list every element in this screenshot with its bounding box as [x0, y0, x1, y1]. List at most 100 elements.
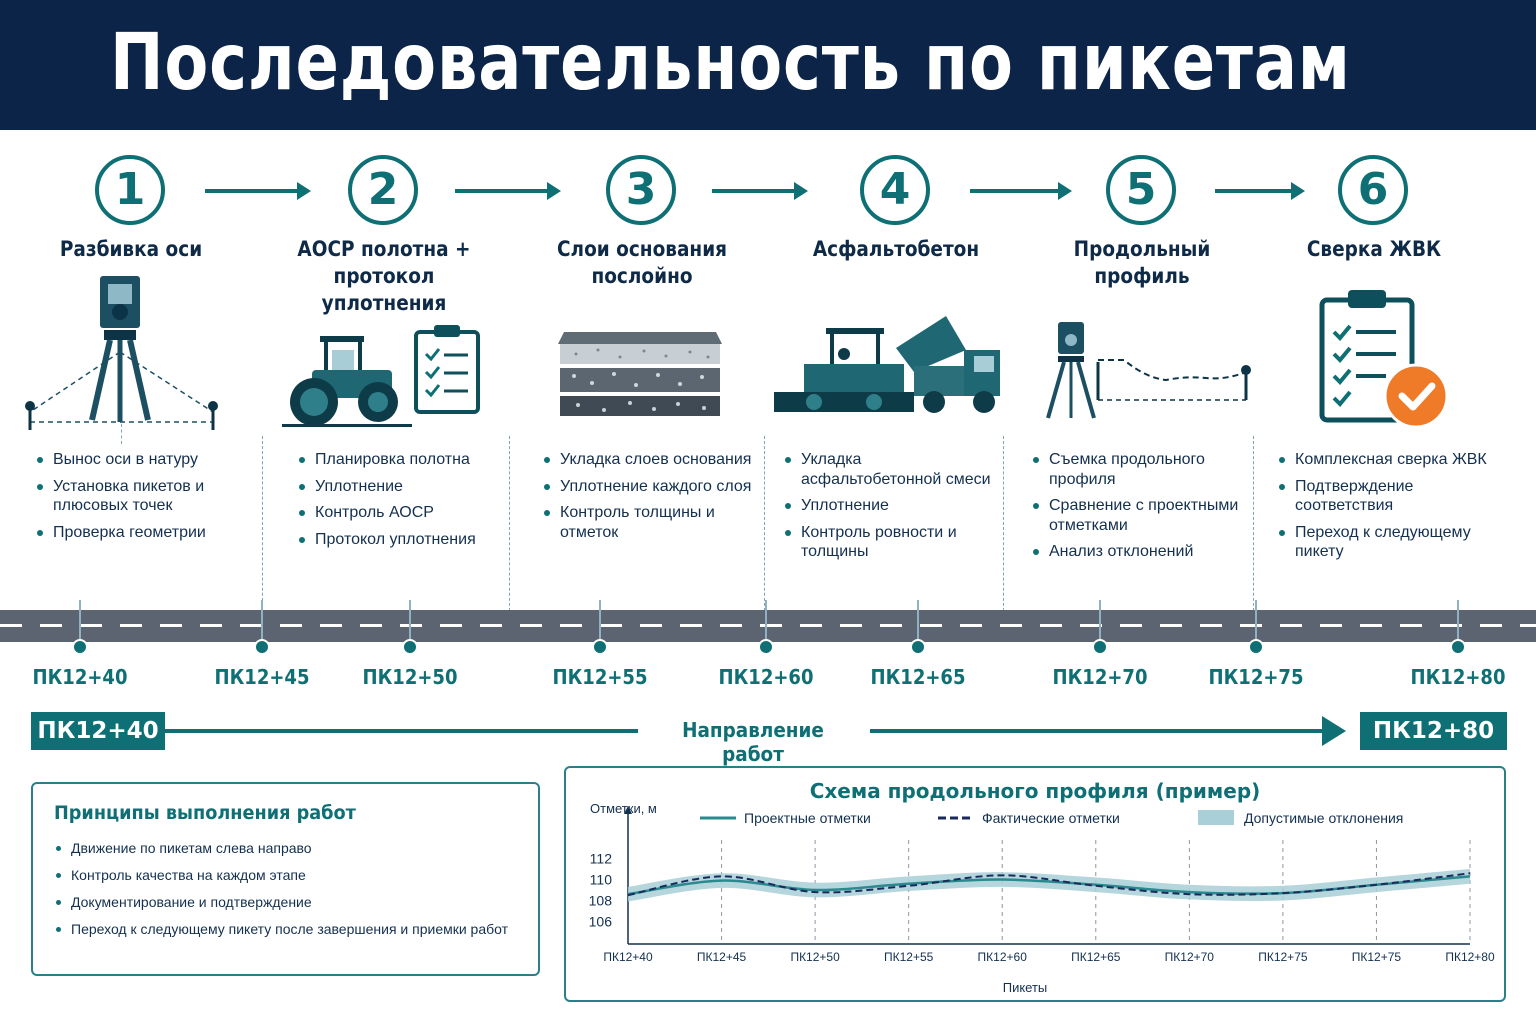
- step-title: Сверка ЖВК: [1306, 237, 1442, 261]
- arrow-2-3: [455, 182, 561, 200]
- bullet-item: Контроль ровности и толщины: [784, 523, 999, 562]
- bullet-item: Анализ отклонений: [1032, 542, 1247, 562]
- base-layers-icon: [558, 332, 722, 416]
- bullet-item: Подтверждение соответствия: [1278, 477, 1508, 516]
- bullet-item: Вынос оси в натуру: [36, 450, 246, 470]
- divider-2: [509, 436, 510, 616]
- picket-marker: [758, 639, 774, 655]
- profile-chart-panel: Схема продольного профиля (пример) Отметк…: [564, 766, 1506, 1002]
- picket-label: ПК12+50: [362, 665, 458, 689]
- principle-item: Переход к следующему пикету после заверш…: [55, 921, 508, 938]
- road-roller-icon: [282, 336, 412, 427]
- legend-label-actual: Фактические отметки: [982, 810, 1120, 826]
- chart-title: Схема продольного профиля (пример): [810, 779, 1261, 803]
- picket-marker: [254, 639, 270, 655]
- picket-tick: [261, 600, 263, 644]
- picket-marker: [1248, 639, 1264, 655]
- x-tick-label: ПК12+65: [1071, 950, 1121, 964]
- step-title: Продольный профиль: [1073, 237, 1211, 288]
- principles-title: Принципы выполнения работ: [54, 802, 356, 824]
- x-tick-label: ПК12+50: [790, 950, 840, 964]
- x-tick-label: ПК12+70: [1165, 950, 1215, 964]
- direction-arrow-head: [1322, 716, 1346, 746]
- picket-marker: [1450, 639, 1466, 655]
- y-axis-arrow: [624, 806, 632, 814]
- bullet-item: Контроль толщины и отметок: [543, 503, 753, 542]
- step-number-circle: 1: [95, 155, 165, 225]
- direction-start-badge: ПК12+40: [31, 712, 165, 750]
- asphalt-paver-icon: [774, 316, 1000, 413]
- bullet-item: Переход к следующему пикету: [1278, 523, 1508, 562]
- picket-label: ПК12+55: [552, 665, 648, 689]
- picket-label: ПК12+40: [32, 665, 128, 689]
- bullet-item: Сравнение с проектными отметками: [1032, 496, 1247, 535]
- profile-survey-icon: [1046, 322, 1251, 419]
- bullet-item: Контроль АОСР: [298, 503, 503, 523]
- x-tick-label: ПК12+55: [884, 950, 934, 964]
- picket-marker: [402, 639, 418, 655]
- picket-tick: [599, 600, 601, 644]
- legend-label-tolerance: Допустимые отклонения: [1244, 810, 1403, 826]
- step-number-circle: 5: [1106, 155, 1176, 225]
- step-number-circle: 3: [606, 155, 676, 225]
- picket-marker: [910, 639, 926, 655]
- bullet-item: Уплотнение: [784, 496, 999, 516]
- picket-tick: [79, 600, 81, 644]
- x-tick-label: ПК12+75: [1352, 950, 1402, 964]
- picket-tick: [765, 600, 767, 644]
- step-6-bullet-list: Комплексная сверка ЖВК Подтверждение соот…: [1278, 450, 1508, 569]
- principle-item: Контроль качества на каждом этапе: [55, 867, 508, 884]
- direction-line-right: [870, 729, 1332, 733]
- divider-4: [1003, 436, 1004, 616]
- step-title: Разбивка оси: [59, 237, 203, 261]
- bullet-item: Планировка полотна: [298, 450, 503, 470]
- bullet-item: Съемка продольного профиля: [1032, 450, 1247, 489]
- divider-0: [121, 424, 122, 444]
- step-title: Слои основания послойно: [556, 237, 728, 288]
- picket-marker: [1092, 639, 1108, 655]
- direction-end-badge: ПК12+80: [1360, 712, 1507, 750]
- bullet-item: Укладка слоев основания: [543, 450, 753, 470]
- x-tick-label: ПК12+40: [603, 950, 653, 964]
- series-actual-line: [627, 872, 1471, 897]
- page-title: Последовательность по пикетам: [110, 18, 1351, 108]
- chart-x-axis-label: Пикеты: [1003, 980, 1048, 995]
- picket-label: ПК12+60: [718, 665, 814, 689]
- bullet-item: Установка пикетов и плюсовых точек: [36, 477, 246, 516]
- bullet-item: Уплотнение каждого слоя: [543, 477, 753, 497]
- picket-marker: [592, 639, 608, 655]
- direction-line-left: [165, 729, 638, 733]
- chart-y-axis-label: Отметки, м: [590, 801, 657, 816]
- step-number-circle: 2: [348, 155, 418, 225]
- x-tick-label: ПК12+60: [978, 950, 1028, 964]
- y-tick-label: 112: [590, 851, 613, 867]
- arrow-1-2: [205, 182, 311, 200]
- header-bar: Последовательность по пикетам: [0, 0, 1536, 130]
- x-tick-label: ПК12+45: [697, 950, 747, 964]
- picket-label: ПК12+70: [1052, 665, 1148, 689]
- principle-item: Документирование и подтверждение: [55, 894, 508, 911]
- verification-clipboard-icon: [1319, 290, 1449, 429]
- step-title: Асфальтобетон: [812, 237, 980, 261]
- arrow-4-5: [970, 182, 1072, 200]
- step-number-circle: 6: [1338, 155, 1408, 225]
- picket-tick: [917, 600, 919, 644]
- legend-label-design: Проектные отметки: [744, 810, 871, 826]
- x-tick-label: ПК12+75: [1258, 950, 1308, 964]
- picket-label: ПК12+45: [214, 665, 310, 689]
- arrow-5-6: [1215, 182, 1305, 200]
- bullet-item: Комплексная сверка ЖВК: [1278, 450, 1508, 470]
- total-station-icon: [25, 276, 218, 430]
- divider-3: [764, 436, 765, 616]
- picket-label: ПК12+65: [870, 665, 966, 689]
- bullet-item: Проверка геометрии: [36, 523, 246, 543]
- picket-label: ПК12+75: [1208, 665, 1304, 689]
- x-tick-label: ПК12+80: [1445, 950, 1495, 964]
- divider-5: [1253, 436, 1254, 616]
